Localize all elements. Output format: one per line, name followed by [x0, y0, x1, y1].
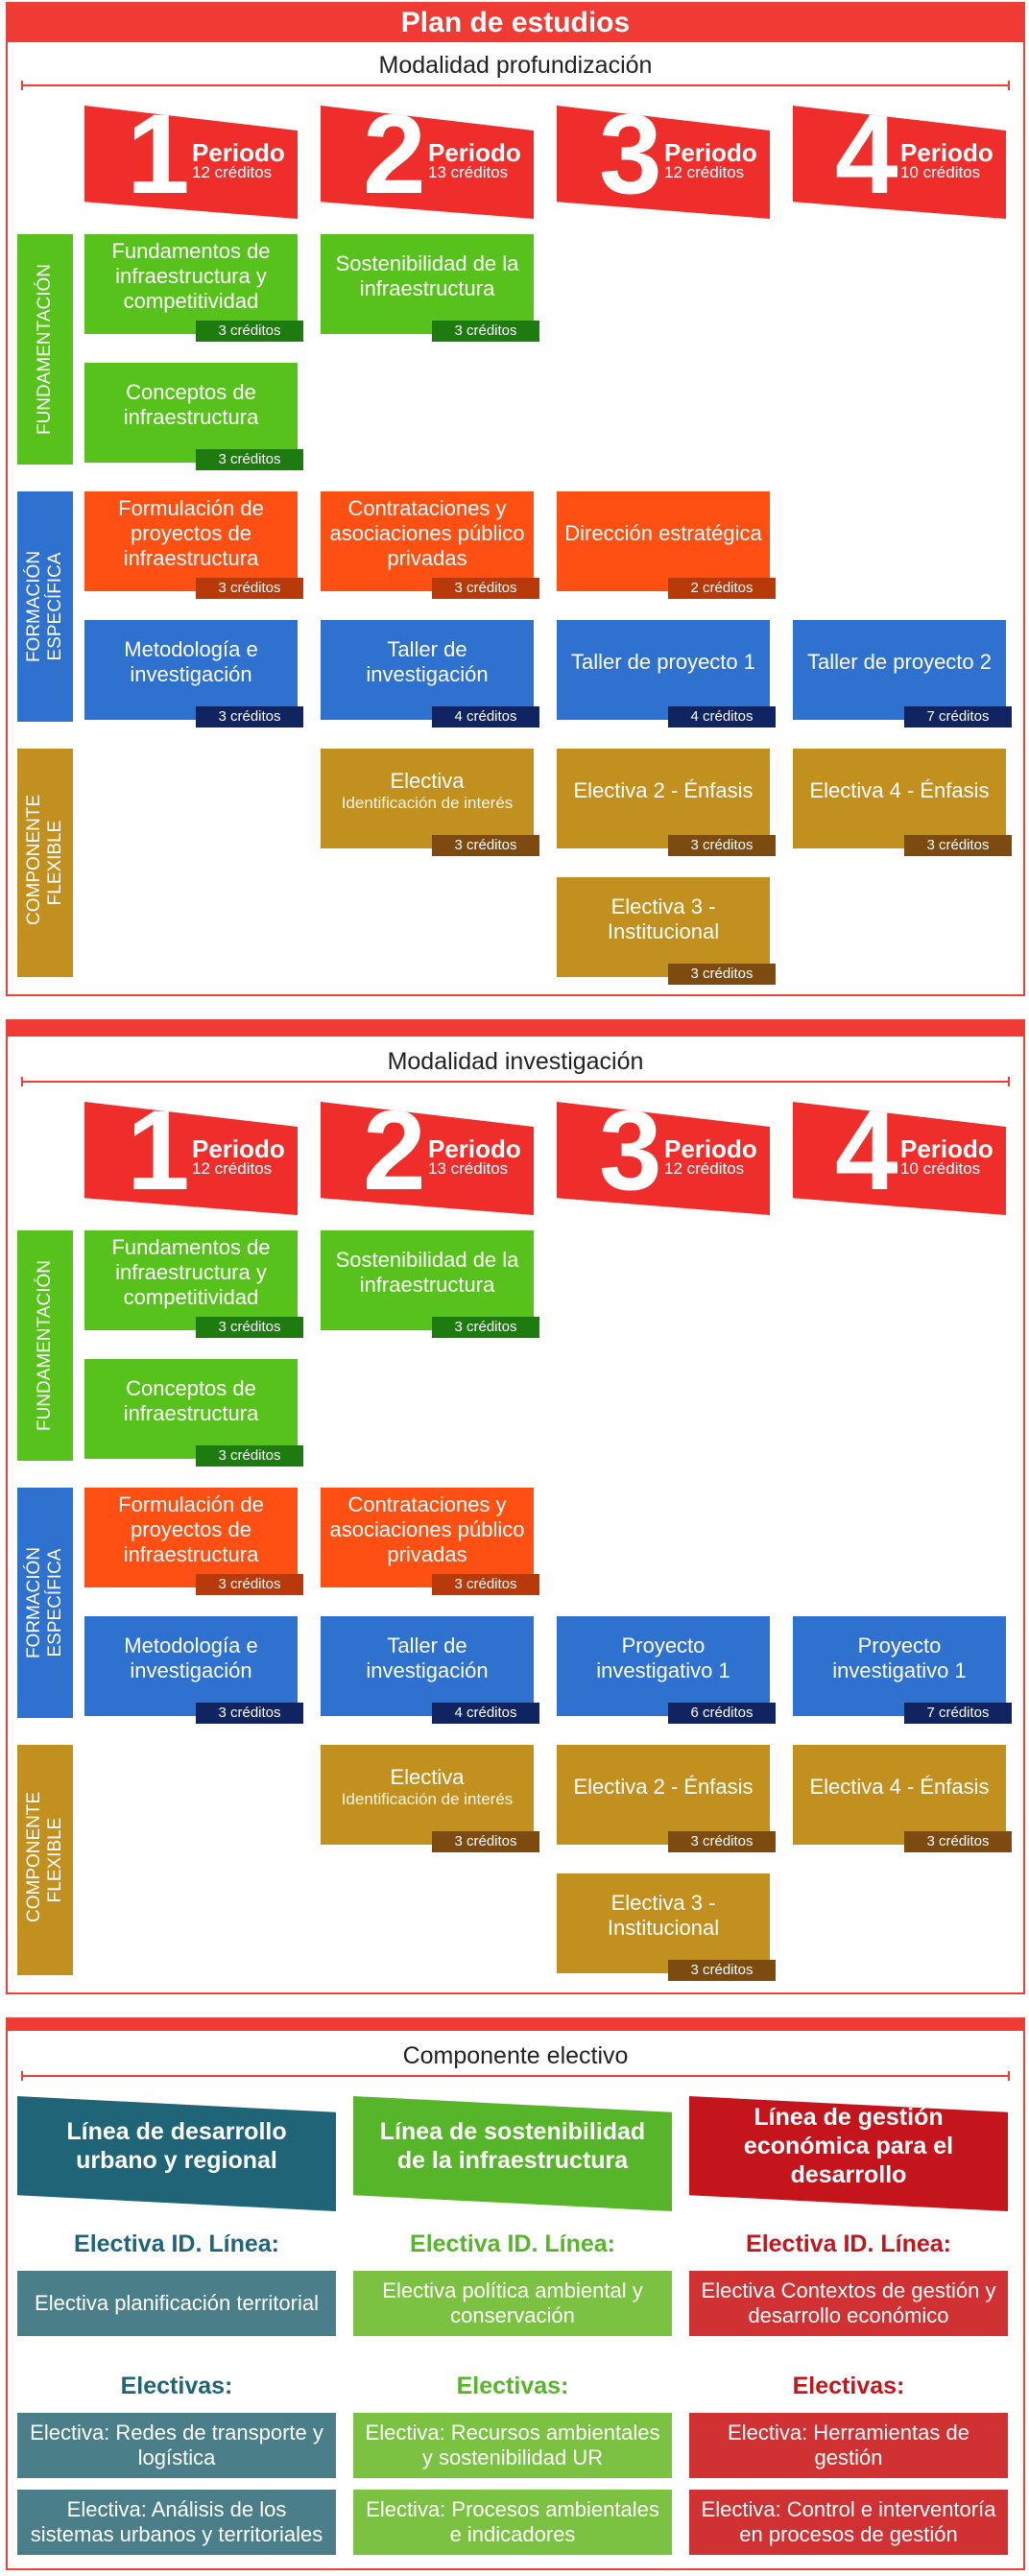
credits-badge: 3 créditos [904, 835, 1012, 856]
section-formacion: FORMACIÓN ESPECÍFICA [17, 491, 73, 722]
line-header-gestion: Línea de gestión económica para el desar… [689, 2096, 1008, 2211]
course-box[interactable]: Metodología e investigación [84, 620, 298, 720]
elective-item[interactable]: Electiva: Herramientas de gestión [689, 2413, 1008, 2478]
section-formacion: FORMACIÓN ESPECÍFICA [17, 1488, 73, 1718]
elective-item[interactable]: Electiva: Análisis de los sistemas urban… [17, 2490, 336, 2555]
title-bar: Plan de estudios [8, 4, 1023, 42]
credits-badge: 3 créditos [432, 1831, 539, 1852]
course-box[interactable]: Proyecto investigativo 1 [557, 1616, 770, 1716]
elective-item[interactable]: Electiva planificación territorial [17, 2271, 336, 2336]
electivo-title: Componente electivo [402, 2042, 629, 2069]
credits-badge: 3 créditos [668, 1831, 776, 1852]
credits-badge: 3 créditos [668, 1960, 776, 1981]
course-box[interactable]: Formulación de proyectos de infraestruct… [84, 1488, 298, 1587]
electives-label: Electivas: [120, 2373, 233, 2399]
title-bar [8, 1021, 1023, 1037]
elective-item[interactable]: Electiva: Recursos ambientales y sosteni… [353, 2413, 672, 2478]
credits-badge: 3 créditos [196, 1703, 303, 1724]
course-box[interactable]: Taller de proyecto 1 [557, 620, 770, 720]
elective-item[interactable]: Electiva: Procesos ambientales e indicad… [353, 2490, 672, 2555]
course-box[interactable]: Conceptos de infraestructura [84, 363, 298, 463]
electivo-divider [21, 2071, 1010, 2081]
modality-divider [21, 1077, 1010, 1086]
electives-label: Electivas: [792, 2373, 905, 2399]
credits-badge: 3 créditos [668, 835, 776, 856]
course-box[interactable]: Electiva 2 - Énfasis [557, 1745, 770, 1845]
credits-badge: 3 créditos [196, 321, 303, 342]
section-flexible: COMPONENTE FLEXIBLE [17, 749, 73, 977]
credits-badge: 4 créditos [668, 706, 776, 727]
electives-label: Electivas: [456, 2373, 569, 2399]
course-box[interactable]: Sostenibilidad de la infraestructura [321, 1230, 534, 1330]
title-bar [8, 2019, 1023, 2031]
line-header-sostenibilidad: Línea de sostenibilidad de la infraestru… [353, 2096, 672, 2211]
course-box[interactable]: Taller de proyecto 2 [793, 620, 1006, 720]
credits-badge: 6 créditos [668, 1703, 776, 1724]
course-box[interactable]: Proyecto investigativo 1 [793, 1616, 1006, 1716]
elective-item[interactable]: Electiva: Redes de transporte y logístic… [17, 2413, 336, 2478]
section-flexible: COMPONENTE FLEXIBLE [17, 1745, 73, 1975]
elective-item[interactable]: Electiva: Control e interventoría en pro… [689, 2490, 1008, 2555]
credits-badge: 3 créditos [432, 1574, 539, 1595]
course-box[interactable]: Electiva 4 - Énfasis [793, 1745, 1006, 1845]
credits-badge: 3 créditos [432, 835, 539, 856]
panel-profundizacion: Plan de estudios Modalidad profundizació… [6, 2, 1025, 996]
page-title: Plan de estudios [400, 7, 631, 38]
id-line-label: Electiva ID. Línea: [746, 2230, 951, 2257]
credits-badge: 4 créditos [432, 1703, 539, 1724]
credits-badge: 3 créditos [668, 964, 776, 985]
panel-electivo: Componente electivo Línea de desarrollo … [6, 2017, 1025, 2570]
course-box[interactable]: Taller de investigación [321, 1616, 534, 1716]
course-box[interactable]: Dirección estratégica [557, 491, 770, 591]
modality-divider [21, 81, 1010, 90]
credits-badge: 3 créditos [904, 1831, 1012, 1852]
modality-title: Modalidad investigación [387, 1048, 644, 1075]
course-box[interactable]: Formulación de proyectos de infraestruct… [84, 491, 298, 591]
modality-title: Modalidad profundización [378, 52, 653, 79]
course-box[interactable]: Electiva 2 - Énfasis [557, 749, 770, 848]
credits-badge: 3 créditos [196, 1317, 303, 1338]
course-box[interactable]: Electiva 3 - Institucional [557, 877, 770, 977]
id-line-label: Electiva ID. Línea: [74, 2230, 279, 2257]
id-line-label: Electiva ID. Línea: [410, 2230, 615, 2257]
credits-badge: 3 créditos [196, 706, 303, 727]
credits-badge: 3 créditos [196, 449, 303, 470]
credits-badge: 7 créditos [904, 706, 1012, 727]
credits-badge: 3 créditos [196, 578, 303, 599]
credits-badge: 4 créditos [432, 706, 539, 727]
course-box[interactable]: Metodología e investigación [84, 1616, 298, 1716]
credits-badge: 3 créditos [432, 578, 539, 599]
credits-badge: 3 créditos [196, 1445, 303, 1467]
section-fundamentacion: FUNDAMENTACIÓN [17, 1230, 73, 1461]
course-box[interactable]: Taller de investigación [321, 620, 534, 720]
elective-item[interactable]: Electiva política ambiental y conservaci… [353, 2271, 672, 2336]
course-box[interactable]: Fundamentos de infraestructura y competi… [84, 234, 298, 334]
course-box[interactable]: Sostenibilidad de la infraestructura [321, 234, 534, 334]
course-box[interactable]: Electiva 3 - Institucional [557, 1873, 770, 1973]
elective-item[interactable]: Electiva Contextos de gestión y desarrol… [689, 2271, 1008, 2336]
course-box[interactable]: Contrataciones y asociaciones público pr… [321, 1488, 534, 1587]
course-box[interactable]: Contrataciones y asociaciones público pr… [321, 491, 534, 591]
credits-badge: 3 créditos [196, 1574, 303, 1595]
course-box[interactable]: Conceptos de infraestructura [84, 1359, 298, 1459]
credits-badge: 3 créditos [432, 321, 539, 342]
course-box[interactable]: Fundamentos de infraestructura y competi… [84, 1230, 298, 1330]
section-fundamentacion: FUNDAMENTACIÓN [17, 234, 73, 465]
credits-badge: 2 créditos [668, 578, 776, 599]
credits-badge: 7 créditos [904, 1703, 1012, 1724]
course-box[interactable]: Electiva 4 - Énfasis [793, 749, 1006, 848]
line-header-urbano: Línea de desarrollo urbano y regional [17, 2096, 336, 2211]
credits-badge: 3 créditos [432, 1317, 539, 1338]
